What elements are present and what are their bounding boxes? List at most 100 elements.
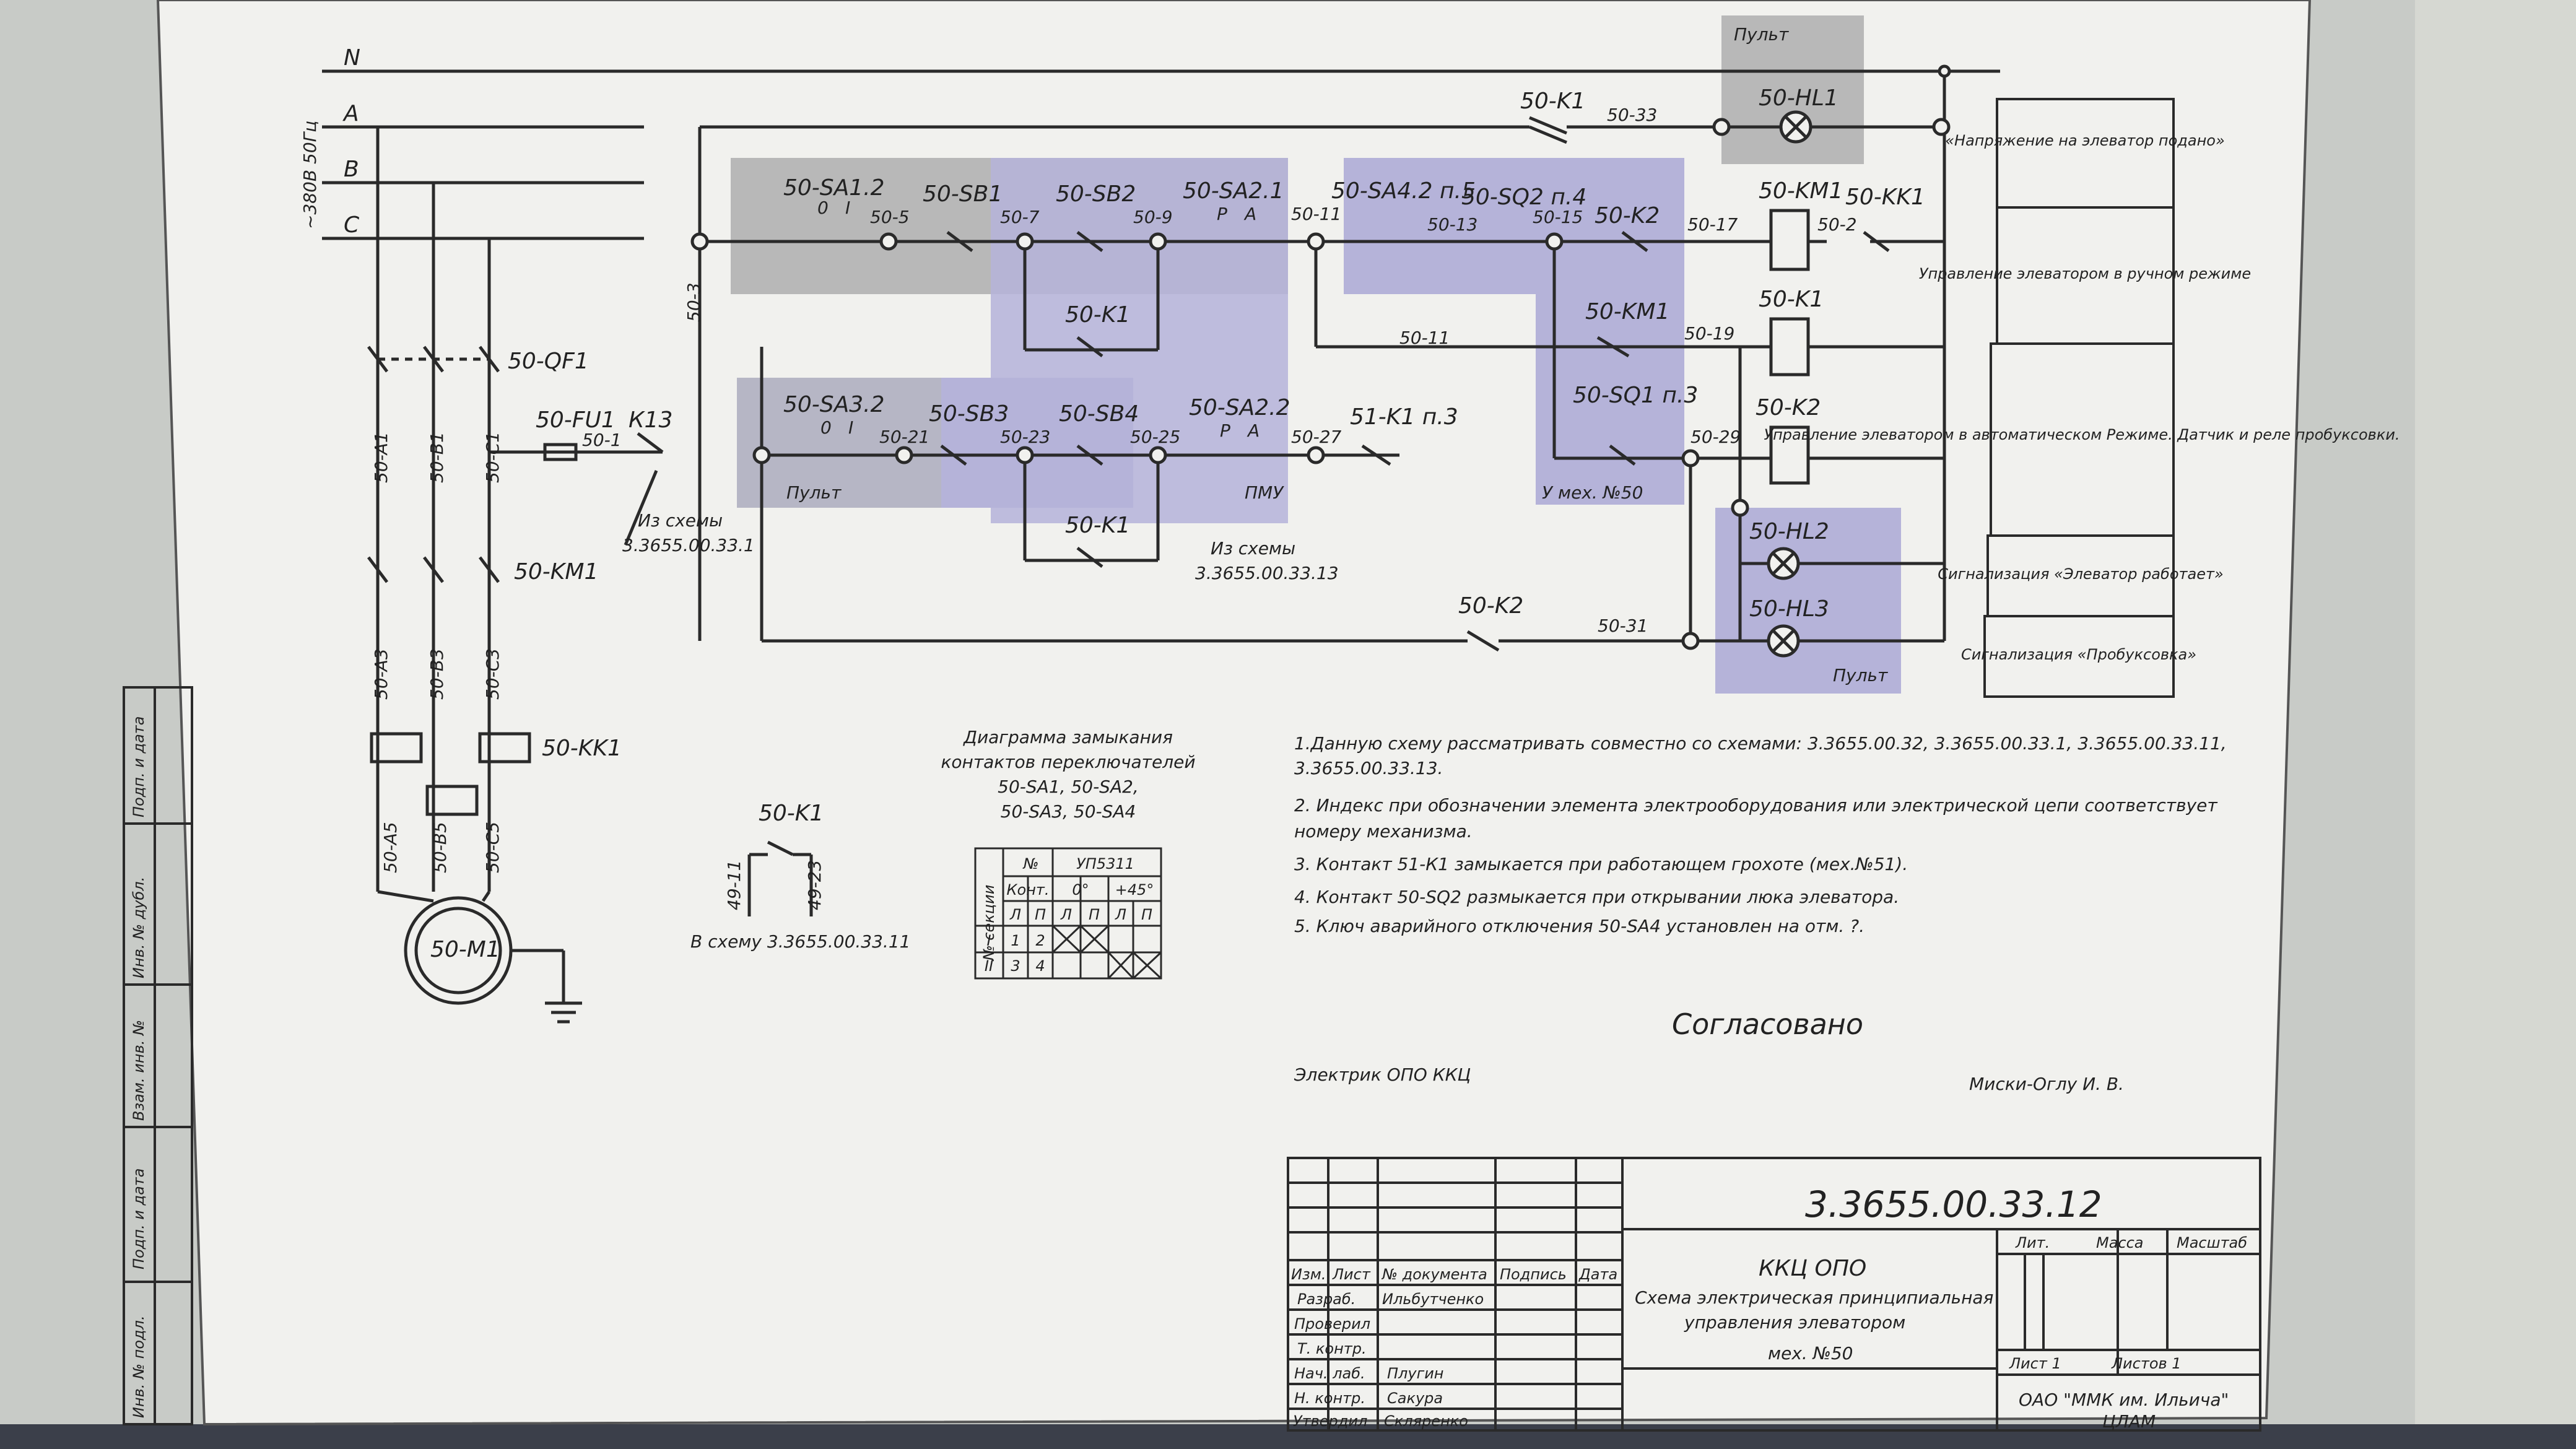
label-k1coil: 50-K1 <box>1759 287 1824 312</box>
svg-text:Нач. лаб.: Нач. лаб. <box>1294 1365 1365 1382</box>
svg-text:50-SA3, 50-SA4: 50-SA3, 50-SA4 <box>1001 801 1136 822</box>
svg-text:Проверил: Проверил <box>1294 1315 1370 1333</box>
label-sq1: 50-SQ1 п.3 <box>1573 383 1698 408</box>
side-strip-text: Подп. и дата Инв. № дубл. Взам. инв. № П… <box>130 716 147 1419</box>
wire-50-25: 50-25 <box>1130 427 1180 447</box>
wire-49-23: 49-23 <box>804 860 825 910</box>
svg-text:Сигнализация «Элеватор работае: Сигнализация «Элеватор работает» <box>1938 565 2224 583</box>
contact-diagram: Диаграмма замыкания контактов переключат… <box>941 727 1195 822</box>
svg-text:контактов переключателей: контактов переключателей <box>941 752 1195 772</box>
wires <box>322 64 2000 1024</box>
wire-50-17: 50-17 <box>1687 214 1738 235</box>
label-kk: 50-KK1 <box>542 736 622 761</box>
label-c: C <box>344 212 360 238</box>
label-k51: 51-K1 п.3 <box>1350 404 1458 430</box>
doc-title-2: управления элеватором <box>1684 1312 1905 1333</box>
doc-code: 3.3655.00.33.12 <box>1805 1183 2102 1225</box>
label-supply: ~380В 50Гц <box>300 121 320 229</box>
note-1b: 3.3655.00.33.13. <box>1294 758 1443 778</box>
svg-text:№ документа: № документа <box>1381 1266 1487 1283</box>
note-1: 1.Данную схему рассматривать совместно с… <box>1294 733 2227 754</box>
doc-title-3: мех. №50 <box>1768 1343 1853 1364</box>
label-sq2: 50-SQ2 п.4 <box>1461 185 1586 210</box>
svg-text:Подп. и дата: Подп. и дата <box>130 716 147 818</box>
col-mass: Масса <box>2096 1234 2144 1251</box>
svg-text:Л: Л <box>1009 906 1021 923</box>
svg-text:50-SA1, 50-SA2,: 50-SA1, 50-SA2, <box>998 777 1139 797</box>
label-wa1: 50-A1 <box>371 432 391 483</box>
svg-text:I: I <box>986 932 991 949</box>
label-n: N <box>344 45 360 71</box>
svg-text:«Напряжение на элеватор подано: «Напряжение на элеватор подано» <box>1945 132 2225 149</box>
to-schema: В схему 3.3655.00.33.11 <box>690 931 910 952</box>
label-wc3: 50-C3 <box>482 648 503 700</box>
label-a: A <box>342 101 359 126</box>
contact-table <box>974 847 1162 980</box>
title-block <box>1287 1157 2261 1432</box>
label-sb4: 50-SB4 <box>1059 401 1139 427</box>
svg-text:Т. контр.: Т. контр. <box>1297 1340 1367 1357</box>
label-b: B <box>344 157 359 182</box>
wire-50-19: 50-19 <box>1684 323 1734 344</box>
wire-50-5: 50-5 <box>870 207 910 227</box>
svg-text:Конт.: Конт. <box>1006 881 1049 899</box>
from-schema-2: Из схемы <box>1211 538 1295 559</box>
svg-text:4: 4 <box>1035 957 1045 975</box>
col-scale: Масштаб <box>2177 1234 2247 1251</box>
label-hl1: 50-HL1 <box>1759 85 1838 111</box>
from-schema-1: Из схемы <box>638 510 723 531</box>
power-circuit-labels: N A B C ~380В 50Гц 50-QF1 50-KM1 50-KK1 … <box>300 45 755 962</box>
svg-text:Инв. № дубл.: Инв. № дубл. <box>130 877 147 978</box>
wire-50-2: 50-2 <box>1817 214 1857 235</box>
label-km1s: 50-KM1 <box>1585 299 1669 324</box>
label-kk1c: 50-KK1 <box>1845 185 1925 210</box>
wire-50-31: 50-31 <box>1598 616 1648 636</box>
approval: Согласовано Электрик ОПО ККЦ Миски-Оглу … <box>1294 1007 2124 1094</box>
svg-text:Взам. инв. №: Взам. инв. № <box>130 1020 147 1121</box>
label-wc1: 50-C1 <box>482 432 503 483</box>
note-3: 3. Контакт 51-К1 замыкается при работающ… <box>1294 854 1908 874</box>
svg-text:П: П <box>1141 906 1152 923</box>
svg-text:Н. контр.: Н. контр. <box>1294 1390 1365 1407</box>
svg-text:УП5311: УП5311 <box>1076 855 1134 872</box>
label-wa5: 50-A5 <box>380 822 401 873</box>
svg-text:Управление элеватором в автома: Управление элеватором в автоматическом Р… <box>1764 426 2400 443</box>
pult-label-1: Пульт <box>1734 24 1789 45</box>
note-2: 2. Индекс при обозначении элемента элект… <box>1294 795 2217 816</box>
wire-50-7: 50-7 <box>1000 207 1040 227</box>
wire-50-9: 50-9 <box>1133 207 1173 227</box>
label-wb3: 50-B3 <box>427 648 447 700</box>
agreed-label: Согласовано <box>1672 1007 1863 1041</box>
title-block-text: 3.3655.00.33.12 ККЦ ОПО Схема электричес… <box>1291 1183 2247 1432</box>
label-sb1: 50-SB1 <box>923 181 1003 207</box>
pult-label-2: Пульт <box>786 482 842 503</box>
svg-text:П: П <box>1035 906 1046 923</box>
svg-text:Лист: Лист <box>1332 1266 1371 1283</box>
wire-50-23: 50-23 <box>1000 427 1050 447</box>
svg-text:Диаграмма замыкания: Диаграмма замыкания <box>962 727 1173 747</box>
company-2: ЦЛАМ <box>2102 1411 2156 1432</box>
svg-text:0°: 0° <box>1072 881 1089 899</box>
wire-49-11: 49-11 <box>724 860 744 910</box>
svg-text:Изм.: Изм. <box>1291 1266 1326 1283</box>
label-wb1: 50-B1 <box>427 432 447 483</box>
svg-text:Сакура: Сакура <box>1387 1390 1443 1407</box>
control-circuit-labels: 50-SA1.2 50-SB1 50-SB2 50-SA2.1 50-SA4.2… <box>690 24 1925 952</box>
label-k2a: 50-K2 <box>1595 203 1660 228</box>
note-2b: номеру механизма. <box>1294 821 1473 842</box>
col-lit: Лит. <box>2015 1234 2050 1251</box>
label-k1a: 50-K1 <box>1065 302 1130 328</box>
label-wb5: 50-B5 <box>430 822 450 873</box>
note-4: 4. Контакт 50-SQ2 размыкается при открыв… <box>1294 887 1899 907</box>
pos-1-b: I <box>848 417 853 438</box>
label-motor: 50-M1 <box>430 937 500 962</box>
wire-50-15: 50-15 <box>1533 207 1583 227</box>
legend-column <box>1983 98 2175 698</box>
label-fu: 50-FU1 <box>536 407 616 433</box>
notes: 1.Данную схему рассматривать совместно с… <box>1294 733 2227 936</box>
from-schema-1-code: 3.3655.00.33.1 <box>622 535 755 555</box>
pos-p-a: Р <box>1217 204 1227 224</box>
panel-shading <box>731 15 1901 694</box>
svg-text:Подп. и дата: Подп. и дата <box>130 1168 147 1270</box>
